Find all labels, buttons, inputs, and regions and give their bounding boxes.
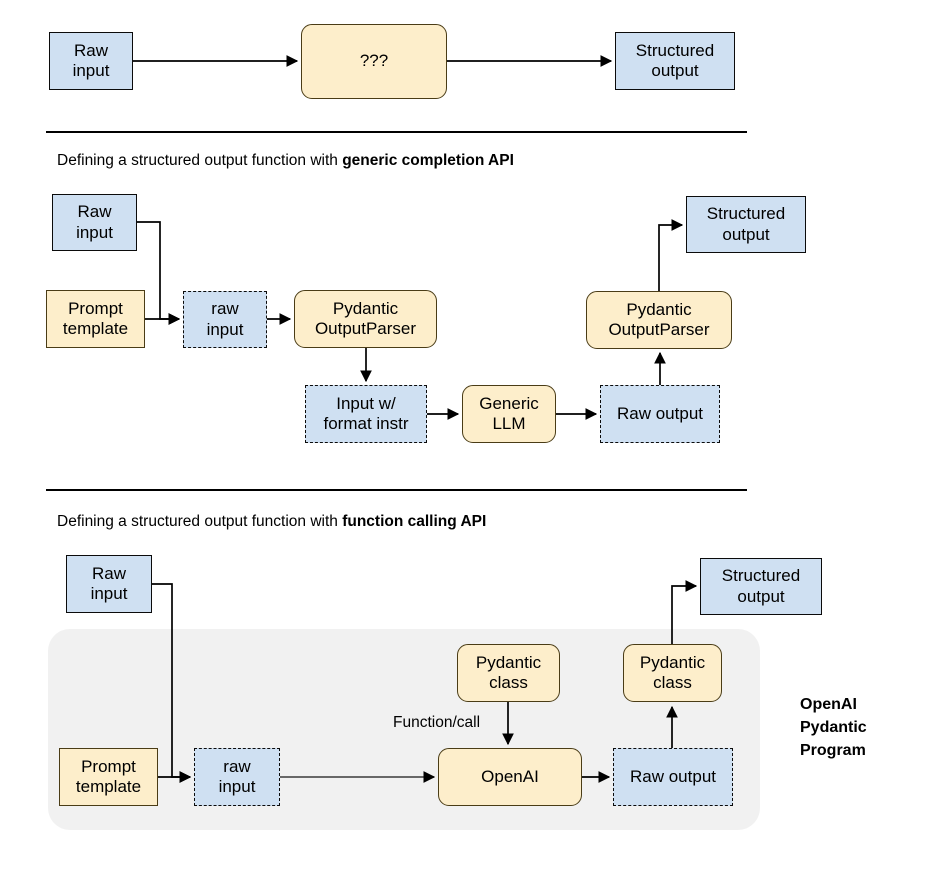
- s3-caption: Defining a structured output function wi…: [57, 513, 486, 531]
- s3-caption-bold: function calling API: [342, 513, 487, 530]
- s2-caption: Defining a structured output function wi…: [57, 152, 514, 170]
- s3-node-raw-input: Raw input: [66, 555, 152, 613]
- s3-node-raw-output: Raw output: [613, 748, 733, 806]
- s2-node-input-with-format-instr: Input w/ format instr: [305, 385, 427, 443]
- s2-node-pydantic-output-parser-out: Pydantic OutputParser: [586, 291, 732, 349]
- s3-node-structured-output: Structured output: [700, 558, 822, 615]
- s3-node-raw-input-dashed: raw input: [194, 748, 280, 806]
- s1-node-structured-output: Structured output: [615, 32, 735, 90]
- s2-node-pydantic-output-parser-in: Pydantic OutputParser: [294, 290, 437, 348]
- openai-pydantic-program-label: OpenAI Pydantic Program: [800, 696, 867, 760]
- function-call-edge-label: Function/call: [393, 714, 481, 731]
- s2-node-raw-input-dashed: raw input: [183, 291, 267, 348]
- s3-caption-prefix: Defining a structured output function wi…: [57, 513, 343, 530]
- section-divider-1: [46, 131, 747, 133]
- s2-node-prompt-template: Prompt template: [46, 290, 145, 348]
- s1-node-raw-input: Raw input: [49, 32, 133, 90]
- s3-node-openai: OpenAI: [438, 748, 582, 806]
- section-divider-2: [46, 489, 747, 491]
- s2-node-raw-output: Raw output: [600, 385, 720, 443]
- s3-node-prompt-template: Prompt template: [59, 748, 158, 806]
- s3-node-pydantic-class-in: Pydantic class: [457, 644, 560, 702]
- s2-node-structured-output: Structured output: [686, 196, 806, 253]
- s2-node-raw-input: Raw input: [52, 194, 137, 251]
- s2-caption-prefix: Defining a structured output function wi…: [57, 152, 343, 169]
- s1-node-unknown: ???: [301, 24, 447, 99]
- s2-edge-parserout-to-structuredoutput: [658, 219, 684, 291]
- s2-caption-bold: generic completion API: [342, 152, 514, 169]
- s2-node-generic-llm: Generic LLM: [462, 385, 556, 443]
- s3-node-pydantic-class-out: Pydantic class: [623, 644, 722, 702]
